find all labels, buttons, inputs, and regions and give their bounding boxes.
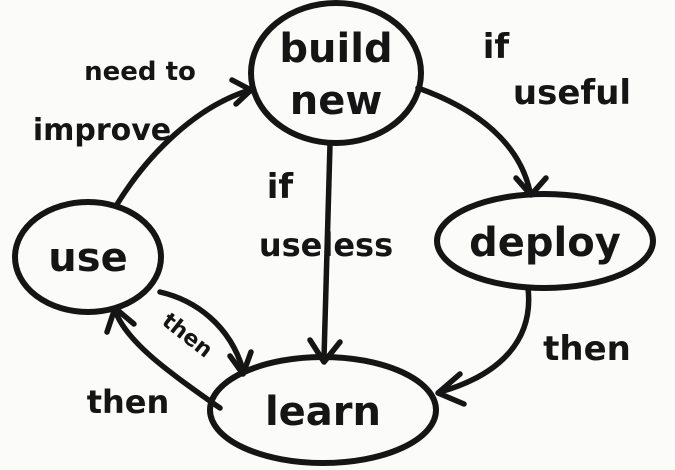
node-build-new: build new — [248, 0, 424, 146]
use-label: use — [48, 235, 127, 281]
build-new-label-line1: build — [279, 26, 392, 72]
edge-line-learn-to-use-inner — [157, 289, 246, 373]
edge-label-if-useful-2: useful — [513, 73, 631, 113]
build-new-circle — [248, 0, 424, 146]
use-ellipse — [12, 199, 164, 315]
arrowhead-build-to-learn — [307, 337, 343, 365]
edge-label-deploy-then: then — [543, 329, 631, 369]
edge-learn-to-use-inner: then — [157, 289, 254, 377]
build-new-label-line2: new — [290, 78, 383, 124]
arrowhead-learn-to-use-inner — [227, 349, 254, 377]
edge-label-if-useless-1: if — [267, 167, 295, 207]
node-use: use — [12, 199, 164, 315]
edge-label-learn-then-outer: then — [87, 383, 170, 421]
edge-build-new-to-deploy: if useful — [415, 27, 631, 198]
edge-label-need-to: need to — [84, 57, 196, 87]
deploy-label: deploy — [469, 220, 621, 266]
arrowhead-build-to-deploy — [513, 175, 549, 198]
edge-learn-to-use-outer: then — [87, 305, 223, 421]
edge-use-to-build-new: need to improve — [33, 57, 254, 209]
node-deploy: deploy — [434, 191, 656, 291]
arrowhead-learn-to-use-outer — [104, 305, 137, 335]
edge-line-use-to-build — [113, 87, 253, 209]
edge-line-build-to-deploy — [415, 85, 533, 195]
deploy-ellipse — [434, 191, 656, 291]
edge-line-learn-to-use-outer — [112, 307, 223, 411]
edge-label-if-useless-2: useless — [259, 226, 393, 264]
node-learn: learn — [207, 354, 439, 466]
edge-line-deploy-to-learn — [437, 285, 532, 395]
edge-build-new-to-learn: if useless — [259, 141, 393, 365]
edge-line-build-to-learn — [321, 141, 333, 361]
arrowhead-use-to-build — [229, 77, 254, 107]
edge-label-improve: improve — [33, 113, 171, 148]
arrowhead-deploy-to-learn — [435, 371, 467, 407]
edge-deploy-to-learn: then — [435, 285, 631, 407]
learn-label: learn — [265, 389, 381, 435]
edge-label-if-useful-1: if — [483, 27, 511, 67]
